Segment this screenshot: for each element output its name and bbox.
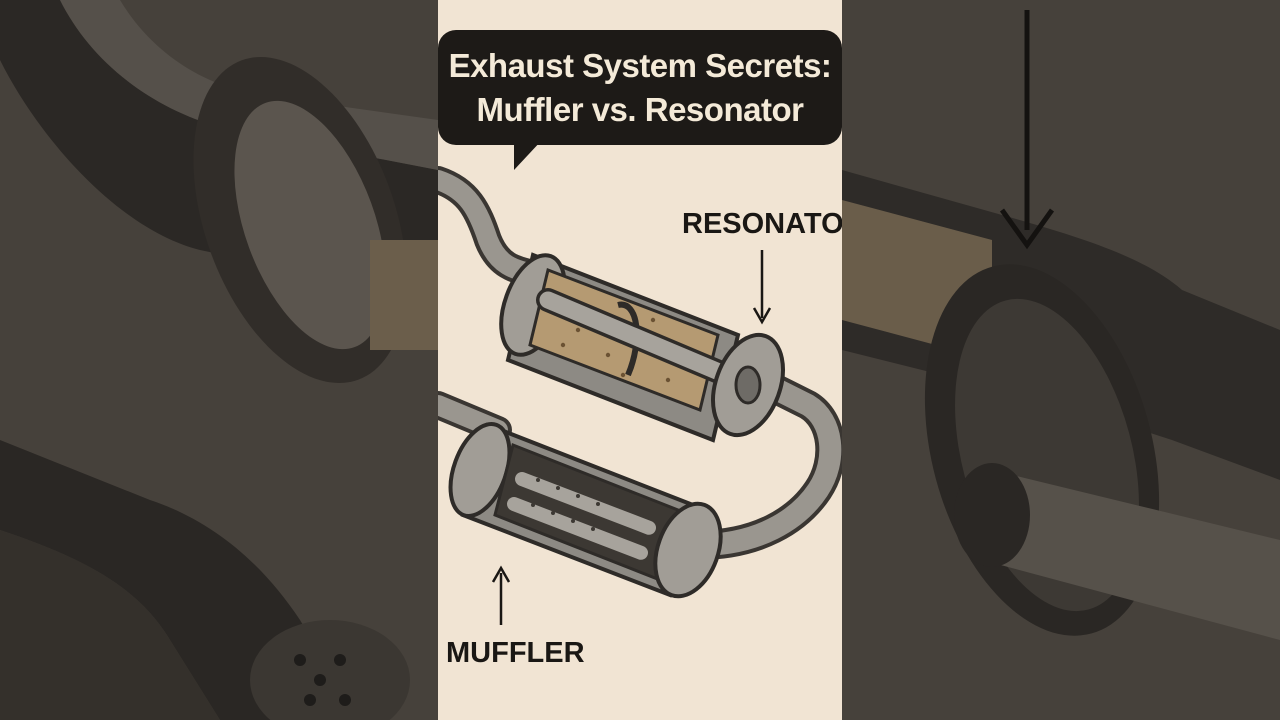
background-left-zoomed: [0, 0, 438, 720]
muffler-body: [448, 422, 723, 599]
zoomed-resonator-illustration: [0, 0, 438, 720]
title-line-2: Muffler vs. Resonator: [476, 90, 804, 128]
up-arrow-icon: [491, 565, 511, 625]
muffler-label: MUFFLER: [446, 637, 585, 669]
title-speech-bubble: Exhaust System Secrets: Muffler vs. Reso…: [438, 30, 842, 145]
title-line-1: Exhaust System Secrets:: [448, 46, 832, 84]
down-arrow-icon: [752, 250, 772, 325]
background-right-zoomed: [842, 0, 1280, 720]
zoomed-muffler-illustration: [842, 10, 1280, 640]
illustration-panel: Exhaust System Secrets: Muffler vs. Reso…: [438, 0, 842, 720]
exhaust-diagram: [438, 166, 842, 625]
resonator-label: RESONATOR: [682, 208, 842, 240]
speech-bubble-tail: [514, 140, 542, 170]
resonator-body: [499, 252, 785, 443]
